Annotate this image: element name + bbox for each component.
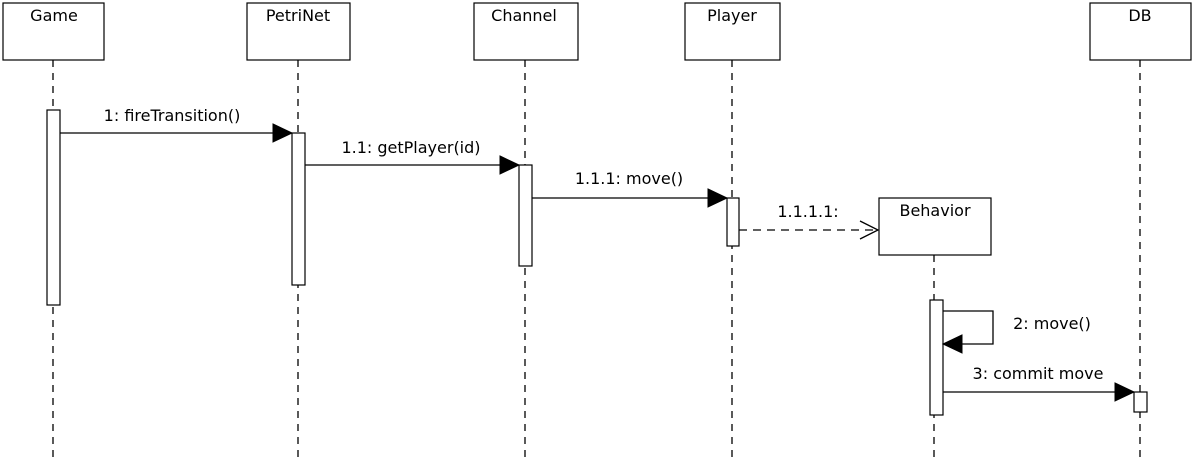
message-fire-transition-label: 1: fireTransition() [104, 106, 241, 125]
participant-player-label: Player [707, 6, 757, 25]
activation-petrinet [291, 132, 306, 286]
participant-petrinet: PetriNet [246, 2, 351, 61]
message-commit-move-label: 3: commit move [973, 364, 1104, 383]
message-get-player-label: 1.1: getPlayer(id) [341, 138, 480, 157]
message-create-behavior-label: 1.1.1.1: [777, 202, 838, 221]
participant-behavior-label: Behavior [899, 201, 970, 220]
participant-channel-label: Channel [491, 6, 557, 25]
activation-behavior [929, 299, 944, 416]
message-create-behavior: 1.1.1.1: [739, 202, 880, 240]
arrowhead-filled [941, 334, 963, 354]
message-move-label: 1.1.1: move() [575, 169, 683, 188]
message-commit-move: 3: commit move [943, 364, 1136, 402]
arrowhead-open [859, 220, 880, 240]
arrowhead-filled [1114, 382, 1136, 402]
participant-db-label: DB [1128, 6, 1151, 25]
activation-game [46, 109, 61, 306]
participant-game: Game [2, 2, 105, 61]
participant-game-label: Game [30, 6, 78, 25]
message-fire-transition: 1: fireTransition() [60, 106, 294, 143]
arrowhead-filled [272, 123, 294, 143]
participant-behavior: Behavior [878, 197, 992, 256]
participant-petrinet-label: PetriNet [266, 6, 330, 25]
message-move: 1.1.1: move() [532, 169, 729, 208]
activation-db [1133, 391, 1148, 413]
activation-channel [518, 164, 533, 267]
participant-player: Player [684, 2, 781, 61]
message-self-move: 2: move() [941, 310, 1091, 354]
arrowhead-filled [499, 155, 521, 175]
arrowhead-filled [707, 188, 729, 208]
activation-player [726, 197, 740, 247]
message-self-move-label: 2: move() [1013, 314, 1091, 333]
participant-db: DB [1089, 2, 1192, 61]
message-get-player: 1.1: getPlayer(id) [305, 138, 521, 175]
participant-channel: Channel [473, 2, 579, 61]
